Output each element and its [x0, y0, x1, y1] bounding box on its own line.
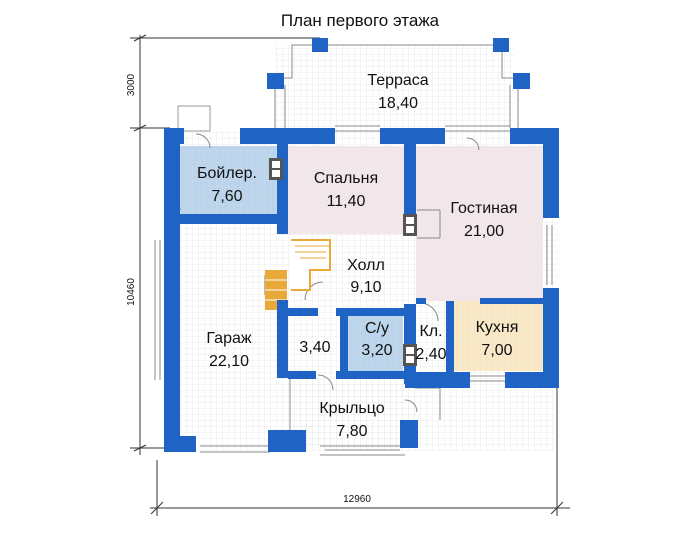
room-label-living: Гостиная 21,00 [450, 200, 517, 240]
room-label-storage: 3,40 [299, 339, 330, 356]
room-name: Кл. [419, 323, 442, 340]
room-area: 22,10 [209, 353, 249, 370]
room-area: 11,40 [327, 193, 366, 210]
walls [164, 38, 559, 452]
living-floor [416, 146, 543, 301]
room-label-garage: Гараж 22,10 [206, 330, 251, 370]
room-area: 7,60 [211, 188, 242, 205]
room-name: Кухня [476, 319, 519, 336]
room-name: Гараж [206, 330, 251, 347]
room-name: Терраса [367, 72, 428, 89]
dimension-total-depth: 10460 [126, 278, 137, 306]
room-area: 18,40 [378, 95, 418, 112]
bedroom-floor [288, 146, 404, 234]
room-label-hall: Холл 9,10 [347, 257, 385, 296]
dimension-total-width: 12960 [343, 494, 371, 505]
room-label-bedroom: Спальня 11,40 [314, 170, 378, 210]
room-label-pantry: Кл. 2,40 [415, 323, 446, 363]
room-label-terrace: Терраса 18,40 [367, 72, 428, 112]
dimension-terrace-depth: 3000 [126, 73, 137, 96]
room-name: Спальня [314, 170, 378, 187]
terrace-floor [275, 45, 515, 131]
room-area: 2,40 [415, 346, 446, 363]
room-fills [166, 45, 557, 451]
room-label-porch: Крыльцо 7,80 [319, 400, 384, 440]
room-label-bathroom: С/у 3,20 [361, 320, 392, 359]
room-name: Гостиная [450, 200, 517, 217]
chimney-marks [269, 158, 417, 366]
room-name: Крыльцо [319, 400, 384, 417]
room-area: 3,40 [299, 339, 330, 356]
room-area: 21,00 [464, 223, 504, 240]
room-area: 7,00 [481, 342, 512, 359]
room-label-boiler: Бойлер. 7,60 [197, 165, 257, 205]
porch-floor [290, 373, 415, 449]
room-area: 7,80 [336, 423, 367, 440]
room-name: Бойлер. [197, 165, 257, 182]
room-name: С/у [365, 320, 389, 337]
plan-title: План первого этажа [281, 11, 440, 30]
room-label-kitchen: Кухня 7,00 [476, 319, 519, 359]
room-name: Холл [347, 257, 385, 274]
room-area: 9,10 [350, 279, 381, 296]
room-area: 3,20 [361, 342, 392, 359]
